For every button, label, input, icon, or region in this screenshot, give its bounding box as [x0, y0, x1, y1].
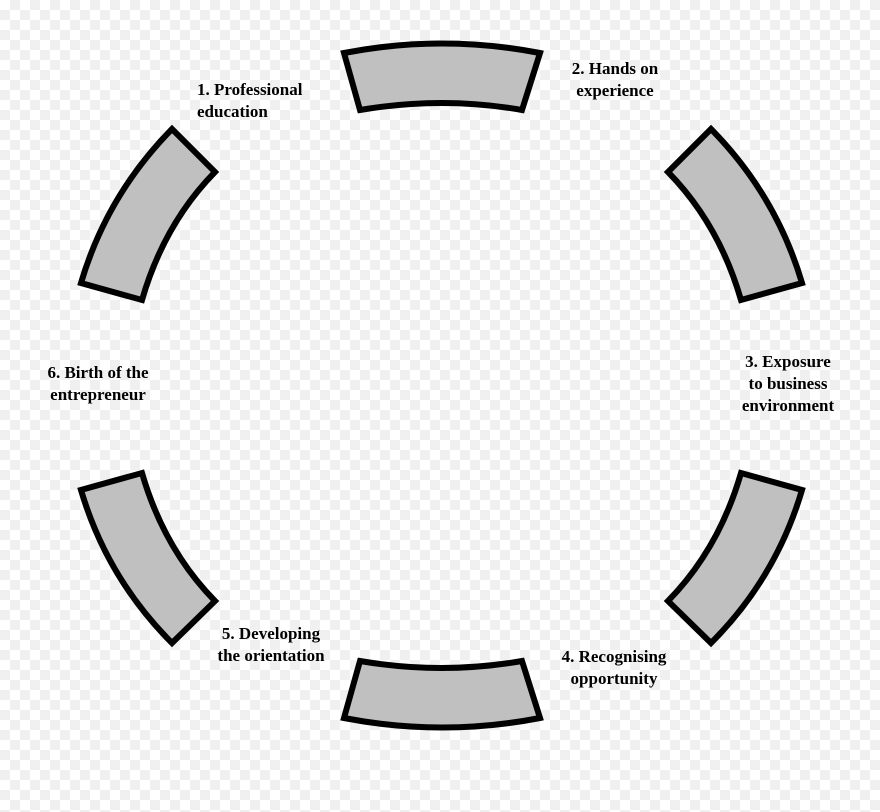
segment-lower-right	[663, 469, 806, 648]
step-4-line-2: opportunity	[570, 669, 658, 688]
step-3-line-3: environment	[741, 396, 835, 415]
step-3-line-1: 3. Exposure	[745, 352, 831, 371]
segment-bottom	[340, 657, 544, 731]
step-1-line-2: education	[197, 102, 268, 121]
step-6-line-2: entrepreneur	[50, 385, 146, 404]
segment-top	[340, 40, 544, 114]
step-6-label: 6. Birth of the entrepreneur	[32, 362, 164, 406]
segment-lower-left	[77, 469, 220, 648]
step-2-line-2: experience	[576, 81, 654, 100]
step-2-label: 2. Hands on experience	[557, 58, 673, 102]
segment-upper-right	[663, 124, 806, 304]
step-1-line-1: 1. Professional	[197, 80, 303, 99]
step-3-line-2: to business	[748, 374, 828, 393]
step-6-line-1: 6. Birth of the	[47, 363, 149, 382]
step-1-label: 1. Professional education	[197, 79, 302, 123]
segment-upper-left	[77, 124, 220, 304]
step-2-line-1: 2. Hands on	[571, 59, 659, 78]
step-5-line-2: the orientation	[217, 646, 325, 665]
step-5-line-1: 5. Developing	[221, 624, 321, 643]
step-4-label: 4. Recognising opportunity	[548, 646, 680, 690]
step-3-label: 3. Exposure to business environment	[729, 351, 847, 417]
step-5-label: 5. Developing the orientation	[204, 623, 338, 667]
step-4-line-1: 4. Recognising	[561, 647, 667, 666]
